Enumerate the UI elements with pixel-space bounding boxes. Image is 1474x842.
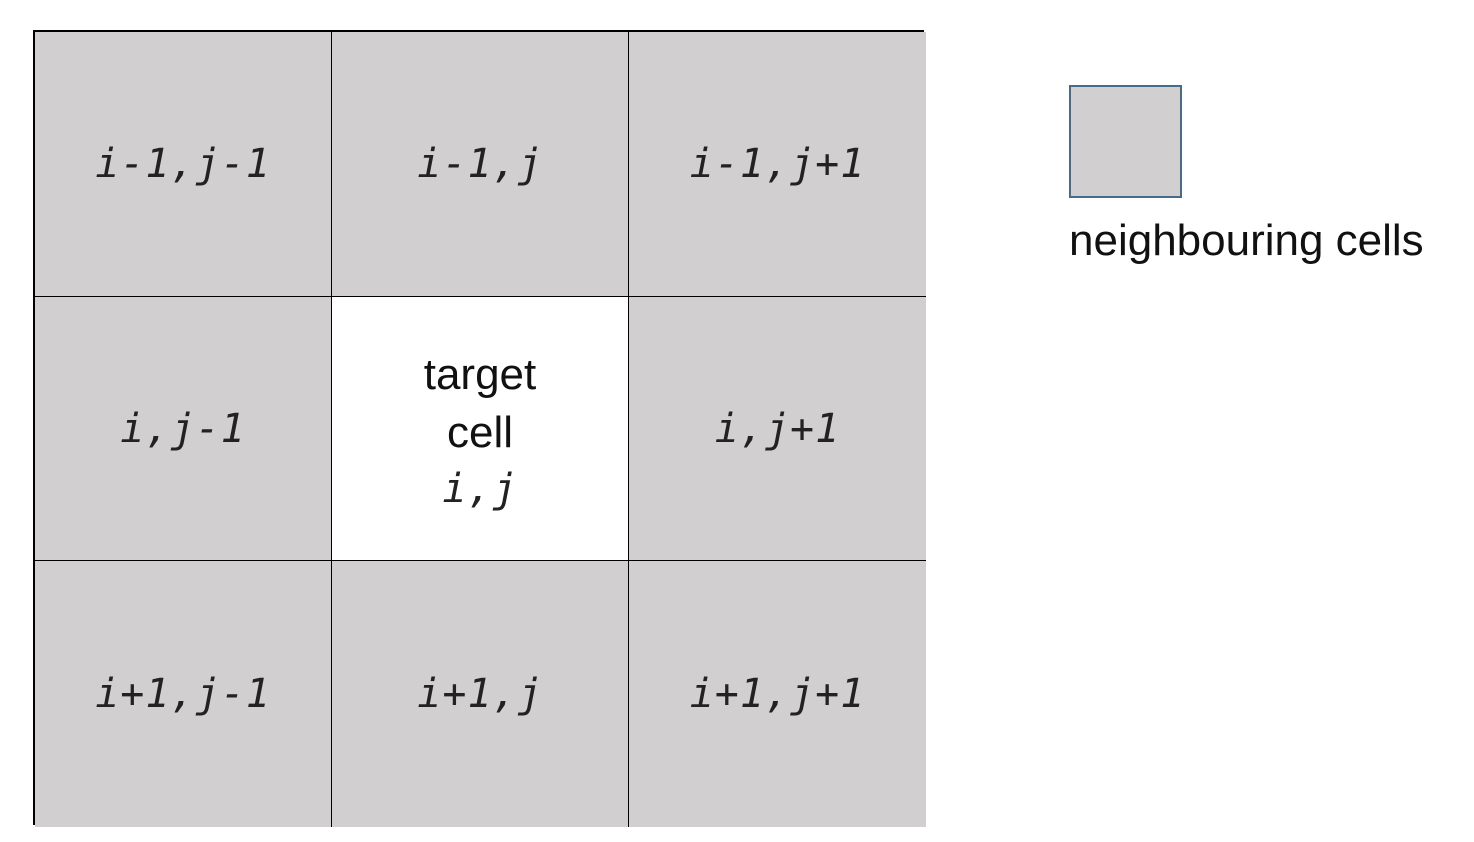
- cell-coordinate: i,j-1: [120, 405, 246, 452]
- cell-i-minus-1-j-minus-1: i-1,j-1: [35, 32, 332, 297]
- cell-coordinate: i+1,j+1: [689, 671, 866, 717]
- cell-coordinate: i-1,j-1: [95, 141, 271, 187]
- target-cell: target cell i,j: [332, 297, 629, 561]
- target-coordinate: i,j: [442, 465, 518, 512]
- cell-coordinate: i,j+1: [714, 405, 841, 452]
- target-label-line2: cell: [446, 407, 514, 457]
- cell-i-j-plus-1: i,j+1: [629, 297, 926, 561]
- legend-swatch: [1069, 85, 1182, 198]
- cell-coordinate: i-1,j+1: [689, 141, 866, 187]
- cell-i-minus-1-j: i-1,j: [332, 32, 629, 297]
- cell-coordinate: i-1,j: [417, 141, 543, 187]
- cell-coordinate: i+1,j-1: [95, 671, 271, 717]
- cell-i-plus-1-j-plus-1: i+1,j+1: [629, 561, 926, 827]
- target-label-line1: target: [423, 349, 537, 399]
- cell-i-plus-1-j-minus-1: i+1,j-1: [35, 561, 332, 827]
- cell-coordinate: i+1,j: [417, 671, 543, 717]
- cell-i-minus-1-j-plus-1: i-1,j+1: [629, 32, 926, 297]
- cell-grid: i-1,j-1 i-1,j i-1,j+1 i,j-1 target cell …: [33, 30, 926, 827]
- cell-i-plus-1-j: i+1,j: [332, 561, 629, 827]
- cell-i-j-minus-1: i,j-1: [35, 297, 332, 561]
- legend: neighbouring cells: [1069, 85, 1469, 266]
- legend-label: neighbouring cells: [1069, 216, 1424, 265]
